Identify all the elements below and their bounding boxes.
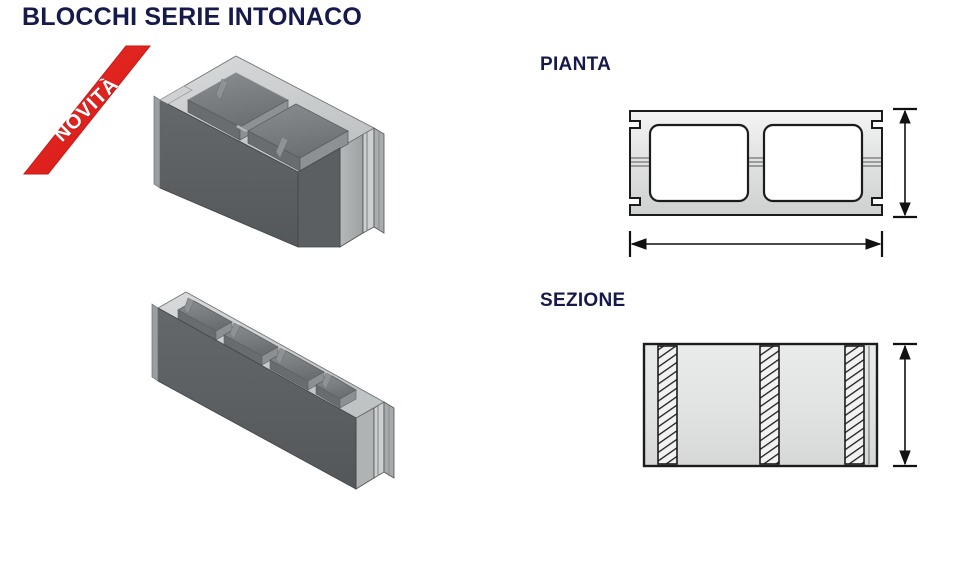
block-render-wide-two-cell: [148, 48, 418, 278]
block-wide-svg: [153, 55, 385, 248]
section-web-center: [759, 345, 780, 465]
section-drawing: [600, 330, 940, 490]
plan-cell-right: [762, 123, 864, 203]
section-svg: [642, 342, 917, 468]
page-title: BLOCCHI SERIE INTONACO: [22, 3, 363, 31]
section-web-left: [657, 345, 678, 465]
plan-width-dimension: [628, 231, 884, 257]
section-web-right: [844, 345, 865, 465]
pianta-heading: PIANTA: [540, 54, 612, 75]
sezione-heading: SEZIONE: [540, 290, 626, 311]
plan-svg: [628, 107, 917, 257]
plan-drawing: [600, 95, 940, 275]
plan-cell-left: [648, 123, 750, 203]
novita-ribbon: NOVITÀ: [22, 44, 152, 176]
section-height-dimension: [893, 342, 917, 468]
plan-web-joints: [631, 157, 881, 167]
block-narrow-svg: [151, 291, 395, 490]
plan-height-dimension: [893, 107, 917, 219]
block-render-narrow-four-cell: [148, 278, 418, 498]
ribbon-shape: [22, 45, 152, 175]
